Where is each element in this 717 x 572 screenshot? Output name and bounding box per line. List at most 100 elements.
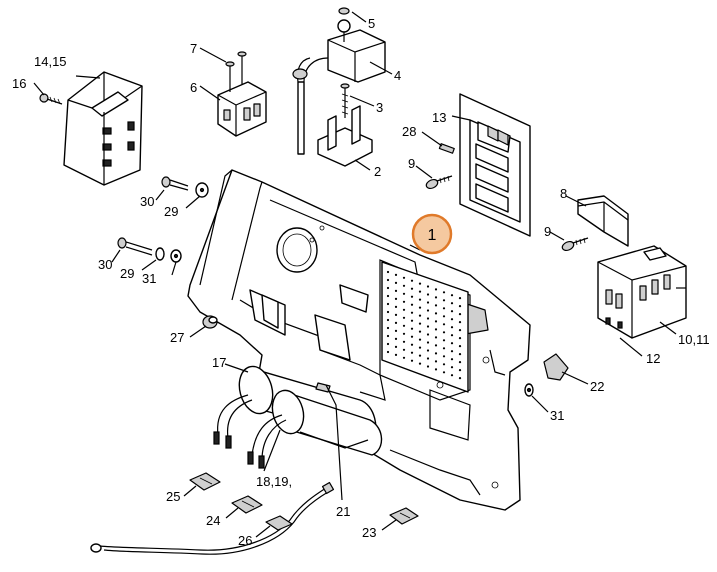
mesh-dot: [442, 291, 446, 294]
callout-label-25: 25: [166, 489, 180, 504]
mesh-dot: [434, 344, 438, 347]
mesh-dot: [426, 333, 430, 336]
mesh-dot: [394, 305, 398, 308]
callout-label-10-11: 10,11: [678, 332, 710, 347]
mesh-dot: [442, 355, 446, 358]
callout-label-29-upper: 29: [164, 204, 178, 219]
callout-label-18-19: 18,19,: [256, 474, 292, 489]
mesh-dot: [450, 310, 454, 313]
screw-part-9b: [561, 237, 589, 252]
mesh-dot: [426, 341, 430, 344]
mesh-dot: [410, 311, 414, 314]
mesh-dot: [450, 302, 454, 305]
mesh-dot: [458, 321, 462, 324]
callout-label-7: 7: [190, 41, 197, 56]
mesh-dot: [434, 360, 438, 363]
mesh-dot: [418, 314, 422, 317]
mesh-dot: [418, 338, 422, 341]
callout-label-27: 27: [170, 330, 184, 345]
mesh-dot: [386, 334, 390, 338]
mesh-dot: [434, 312, 438, 315]
mesh-dot: [458, 345, 462, 348]
callout-label-26: 26: [238, 533, 252, 548]
bracket-part: [317, 83, 373, 167]
mesh-dot: [434, 304, 438, 307]
callout-1-highlight[interactable]: 1: [411, 213, 453, 255]
mesh-dot: [410, 319, 414, 322]
callout-label-29-lower: 29: [120, 266, 134, 281]
mesh-dot: [402, 324, 406, 327]
mesh-dot: [450, 358, 454, 361]
mesh-dot: [386, 270, 390, 274]
callout-label-9-upper: 9: [408, 156, 415, 171]
leader-lines: [33, 11, 677, 538]
mesh-dot: [410, 335, 414, 338]
mesh-dot: [394, 281, 398, 284]
screw-part-30a: [161, 176, 209, 198]
callout-label-21: 21: [336, 504, 350, 519]
callout-label-6: 6: [190, 80, 197, 95]
mesh-dot: [418, 362, 422, 365]
mesh-dot: [426, 357, 430, 360]
screw-part-9a: [425, 175, 453, 190]
mesh-dot: [410, 287, 414, 290]
callout-label-16: 16: [12, 76, 26, 91]
mesh-dot: [442, 371, 446, 374]
mesh-dot: [434, 288, 438, 291]
mesh-dot: [458, 377, 462, 380]
mesh-dot: [386, 350, 390, 354]
mesh-dot: [458, 297, 462, 300]
callout-label-9-lower: 9: [544, 224, 551, 239]
mesh-dot: [418, 298, 422, 301]
mesh-dot: [410, 303, 414, 306]
mesh-dot: [410, 327, 414, 330]
mesh-dot: [402, 292, 406, 295]
mesh-dot: [426, 309, 430, 312]
screw-part-30b: [117, 237, 182, 263]
mesh-dot: [386, 310, 390, 314]
mesh-dot: [418, 346, 422, 349]
mesh-dot: [434, 352, 438, 355]
mesh-dot: [418, 290, 422, 293]
washer-part-31: [524, 383, 534, 397]
mesh-dot: [386, 302, 390, 306]
mesh-dot: [402, 284, 406, 287]
mesh-dot: [450, 342, 454, 345]
mesh-dot: [394, 313, 398, 316]
mesh-dot: [434, 296, 438, 299]
mesh-dot: [442, 363, 446, 366]
screw-part-16: [39, 93, 63, 105]
mesh-dot: [426, 349, 430, 352]
callout-label-1: 1: [428, 227, 437, 244]
mesh-dot: [394, 337, 398, 340]
leader-line-21: [325, 384, 343, 501]
mesh-dot: [450, 294, 454, 297]
mesh-dot: [458, 305, 462, 308]
mesh-dot: [450, 334, 454, 337]
mesh-dot: [458, 313, 462, 316]
mesh-dot: [442, 339, 446, 342]
mesh-dot: [458, 361, 462, 364]
callout-label-5: 5: [368, 16, 375, 31]
switch-part: [217, 51, 267, 137]
clip-part-25: [189, 472, 221, 491]
callout-label-30-upper: 30: [140, 194, 154, 209]
callout-label-12: 12: [646, 351, 660, 366]
callout-label-24: 24: [206, 513, 220, 528]
mesh-dot: [418, 306, 422, 309]
mesh-dot: [442, 331, 446, 334]
mesh-dot: [442, 347, 446, 350]
mesh-dot: [394, 353, 398, 356]
callout-label-28: 28: [402, 124, 416, 139]
din-rail-part: [577, 195, 629, 247]
mesh-dot: [426, 301, 430, 304]
mesh-dot: [442, 315, 446, 318]
cap-part-22: [543, 353, 569, 381]
mesh-dot: [434, 336, 438, 339]
mesh-dot: [410, 279, 414, 282]
mesh-dot: [426, 317, 430, 320]
pin-part-28: [438, 143, 455, 154]
callout-labels: 14,15 16 7 6 5 4 3 2 13 28 9 8 9 10,11 1…: [12, 16, 710, 548]
mesh-dot: [418, 354, 422, 357]
mesh-dot: [394, 321, 398, 324]
